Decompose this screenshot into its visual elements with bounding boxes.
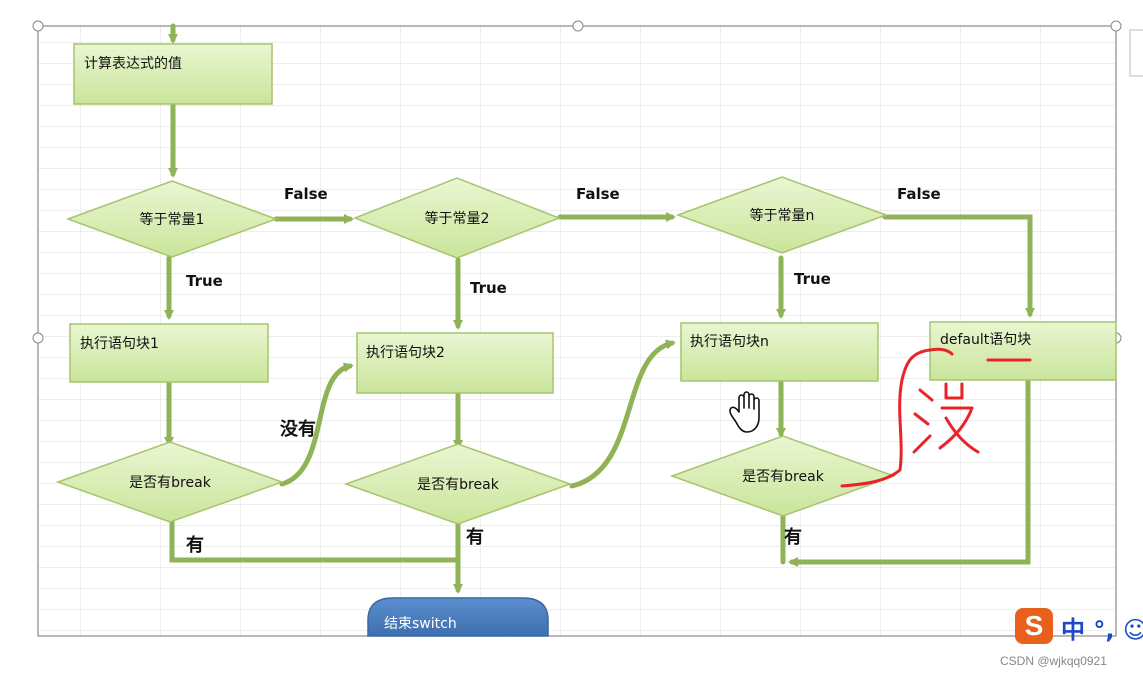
resize-handle[interactable] <box>1110 20 1122 32</box>
node-exec1-label: 执行语句块1 <box>80 336 159 352</box>
node-exec2-label: 执行语句块2 <box>366 345 445 361</box>
node-cond1: 等于常量1 <box>65 180 279 258</box>
node-brkn: 是否有break <box>669 435 897 517</box>
annotation-char-left <box>912 388 934 454</box>
label-false-3: False <box>897 185 941 203</box>
label-false-1: False <box>284 185 328 203</box>
node-condn-label: 等于常量n <box>750 207 815 224</box>
node-end-label: 结束switch <box>384 616 457 632</box>
label-yes-2: 有 <box>466 526 484 548</box>
node-execn-label: 执行语句块n <box>690 334 769 350</box>
node-cond1-label: 等于常量1 <box>140 211 205 228</box>
arrow-brk2-no-break <box>569 339 676 489</box>
node-exec1: 执行语句块1 <box>69 323 269 383</box>
arrow-brk1-yes <box>169 515 461 563</box>
handwritten-annotation <box>840 347 1032 488</box>
label-yes-3: 有 <box>784 526 802 548</box>
node-cond2-label: 等于常量2 <box>425 210 490 227</box>
ime-status[interactable]: 中 °, ☺ <box>1061 616 1143 644</box>
ime-toolbar[interactable]: S 中 °, ☺ <box>1015 606 1143 646</box>
resize-handle[interactable] <box>32 332 44 344</box>
resize-handle[interactable] <box>32 20 44 32</box>
connectors <box>164 23 1035 594</box>
arrow-condn-false <box>882 214 1035 318</box>
annotation-bracket <box>840 347 954 488</box>
annotation-char-right <box>938 382 980 454</box>
resize-handle[interactable] <box>572 20 584 32</box>
arrow-brk1-no-break <box>279 362 354 487</box>
node-calc-label: 计算表达式的值 <box>84 56 182 72</box>
watermark: CSDN @wjkqq0921 <box>1000 654 1107 668</box>
node-default-label: default语句块 <box>940 332 1031 348</box>
node-calc: 计算表达式的值 <box>73 43 273 105</box>
node-condn: 等于常量n <box>675 176 889 254</box>
hand-cursor-icon <box>729 391 760 433</box>
label-no-break: 没有 <box>280 418 316 440</box>
node-brkn-label: 是否有break <box>742 469 825 485</box>
arrow-default-to-end <box>788 379 1031 567</box>
label-true-1: True <box>186 272 223 290</box>
node-execn: 执行语句块n <box>680 322 879 382</box>
node-brk1: 是否有break <box>55 441 285 523</box>
label-true-3: True <box>794 270 831 288</box>
node-brk2: 是否有break <box>343 443 573 525</box>
label-false-2: False <box>576 185 620 203</box>
node-default: default语句块 <box>929 321 1117 381</box>
label-yes-1: 有 <box>186 534 204 556</box>
node-cond2: 等于常量2 <box>352 177 562 259</box>
sogou-logo-icon[interactable]: S <box>1015 608 1053 644</box>
node-end: 结束switch <box>367 597 549 637</box>
node-exec2: 执行语句块2 <box>356 332 554 394</box>
node-brk1-label: 是否有break <box>129 475 212 491</box>
label-true-2: True <box>470 279 507 297</box>
node-brk2-label: 是否有break <box>417 477 500 493</box>
side-panel-edge <box>1129 29 1143 77</box>
